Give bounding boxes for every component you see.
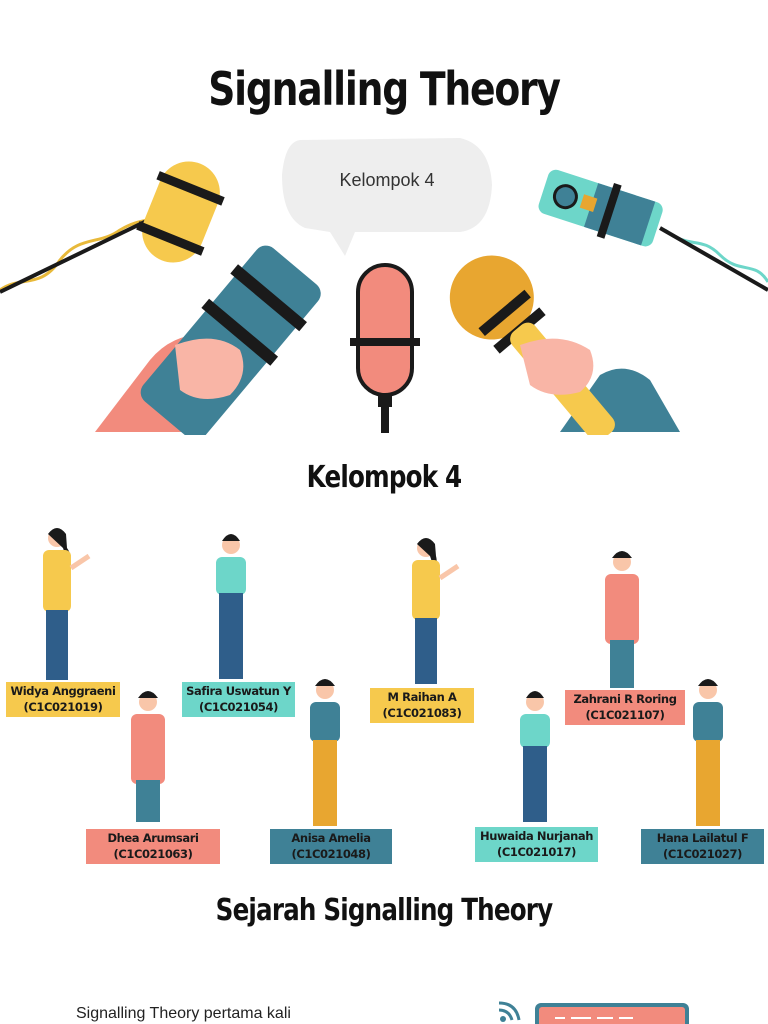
- boom-microphone-yellow: [0, 161, 225, 294]
- boom-microphone-teal: [538, 169, 768, 292]
- member-label-1: Safira Uswatun Y (C1C021054): [182, 682, 295, 717]
- person-figure-zahrani: [605, 551, 639, 688]
- speech-bubble: [282, 138, 492, 256]
- person-figure-anisa: [310, 679, 340, 826]
- member-name: Safira Uswatun Y: [186, 684, 291, 698]
- member-id: (C1C021027): [662, 847, 742, 861]
- person-figure-widya: [43, 528, 91, 680]
- member-id: (C1C021083): [382, 706, 462, 720]
- group-members-illustration: [43, 528, 723, 826]
- member-name: Zahrani R Roring: [573, 692, 677, 706]
- person-figure-dhea: [131, 691, 165, 822]
- member-name: M Raihan A: [387, 690, 457, 704]
- member-id: (C1C021054): [198, 700, 278, 714]
- member-name: Widya Anggraeni: [10, 684, 116, 698]
- speech-bubble-text: Kelompok 4: [339, 170, 435, 190]
- person-figure-raihan: [412, 538, 460, 684]
- member-id: (C1C021017): [496, 845, 576, 859]
- handheld-microphone-blue: [95, 245, 321, 435]
- member-label-2: M Raihan A (C1C021083): [370, 688, 474, 723]
- body-paragraph: Signalling Theory pertama kali: [76, 1005, 291, 1022]
- member-name: Anisa Amelia: [291, 831, 371, 845]
- member-label-5: Anisa Amelia (C1C021048): [270, 829, 392, 864]
- handheld-microphone-yellow: [449, 255, 680, 435]
- section-heading-history: Sejarah Signalling Theory: [215, 893, 553, 928]
- page-title: Signalling Theory: [208, 62, 561, 116]
- member-label-4: Dhea Arumsari (C1C021063): [86, 829, 220, 864]
- member-name: Huwaida Nurjanah: [479, 829, 594, 843]
- member-id: (C1C021063): [113, 847, 193, 861]
- person-figure-safira: [216, 534, 246, 679]
- microphones-illustration: [0, 138, 768, 435]
- member-name: Hana Lailatul F: [656, 831, 749, 845]
- member-name: Dhea Arumsari: [107, 831, 199, 845]
- member-label-7: Hana Lailatul F (C1C021027): [641, 829, 764, 864]
- member-id: (C1C021107): [585, 708, 665, 722]
- member-label-6: Huwaida Nurjanah (C1C021017): [475, 827, 598, 862]
- section-heading-group: Kelompok 4: [306, 460, 462, 495]
- member-id: (C1C021019): [23, 700, 103, 714]
- person-figure-huwaida: [520, 691, 550, 822]
- tablet-signal-illustration: [498, 1001, 689, 1024]
- member-label-0: Widya Anggraeni (C1C021019): [6, 682, 120, 717]
- member-label-3: Zahrani R Roring (C1C021107): [565, 690, 685, 725]
- person-figure-hana: [693, 679, 723, 826]
- studio-microphone-salmon: [350, 263, 420, 433]
- wifi-signal-icon: [498, 1001, 521, 1022]
- member-id: (C1C021048): [291, 847, 371, 861]
